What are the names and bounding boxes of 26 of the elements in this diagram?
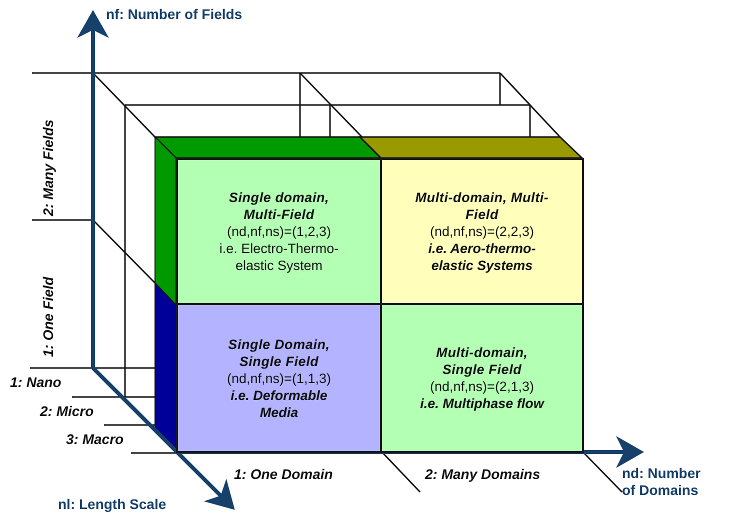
- cell-formula: (nd,nf,ns)=(2,1,3): [430, 378, 534, 395]
- matrix-cell: [176, 158, 382, 305]
- cell-example: i.e. Deformable Media: [230, 386, 328, 420]
- cell-example: i.e. Aero-thermo-elastic Systems: [427, 240, 537, 274]
- cell-formula: (nd,nf,ns)=(1,2,3): [227, 223, 331, 240]
- axis-label: nl: Length Scale: [58, 496, 166, 513]
- axis-tick-label: 2: Many Domains: [425, 466, 540, 483]
- axis-tick-label: 2: Micro: [40, 403, 94, 420]
- cell-formula: (nd,nf,ns)=(1,1,3): [227, 370, 331, 386]
- matrix-cell: [176, 303, 382, 453]
- cell-formula: (nd,nf,ns)=(2,2,3): [430, 223, 534, 240]
- matrix-cell: [380, 303, 584, 453]
- cell-example: i.e. Multiphase flow: [420, 395, 544, 412]
- axis-label: nd: Number of Domains: [622, 465, 702, 499]
- axis-tick-label: 1: Nano: [10, 374, 62, 391]
- cell-heading: Multi-domain, Single Field: [435, 344, 529, 378]
- axis-tick-label: 1: One Field: [40, 276, 57, 357]
- axis-tick-label: 1: One Domain: [234, 466, 333, 483]
- cell-heading: Single domain, Multi-Field: [228, 189, 330, 223]
- cell-example: i.e. Electro-Thermo-elastic System: [218, 240, 340, 274]
- axis-tick-label: 2: Many Fields: [40, 120, 57, 216]
- axis-tick-label: 3: Macro: [66, 431, 124, 448]
- cell-heading: Multi-domain, Multi-Field: [414, 189, 550, 223]
- axis-label: nf: Number of Fields: [106, 6, 242, 23]
- cell-heading: Single Domain, Single Field: [227, 336, 331, 370]
- matrix-cell: [380, 158, 584, 305]
